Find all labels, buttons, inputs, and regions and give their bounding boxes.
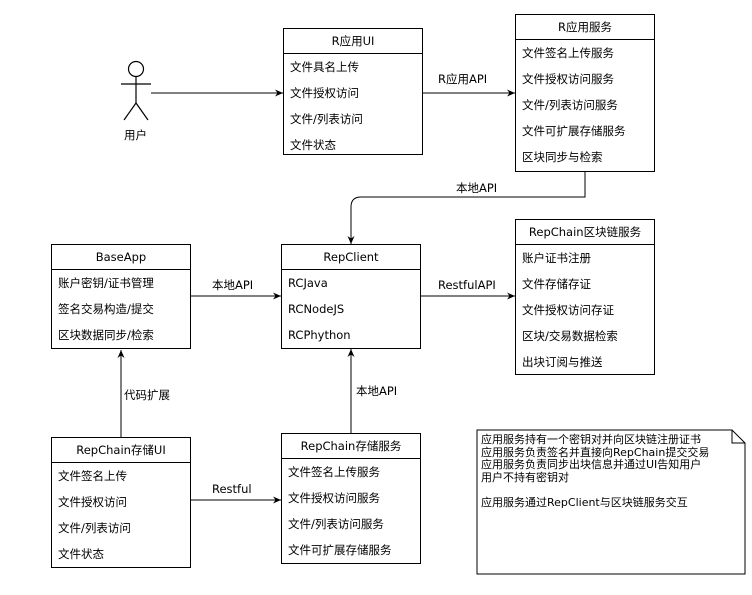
edge-label-local-api-bottom: 本地API [356, 384, 398, 398]
baseapp-title: BaseApp [52, 245, 190, 270]
baseapp-item: 区块数据同步/检索 [58, 328, 154, 342]
r-service-title: R应用服务 [516, 15, 654, 40]
note-shape [476, 429, 746, 575]
repchain-service-item: 区块/交易数据检索 [522, 329, 618, 343]
r-ui-box: R应用UI 文件具名上传 文件授权访问 文件/列表访问 文件状态 [283, 28, 423, 155]
note-line: 应用服务负责同步出块信息并通过UI告知用户 [481, 458, 702, 471]
actor-label: 用户 [124, 128, 147, 142]
r-service-box: R应用服务 文件签名上传服务 文件授权访问服务 文件/列表访问服务 文件可扩展存… [515, 14, 655, 172]
storage-service-item: 文件签名上传服务 [288, 465, 380, 479]
note-line: 应用服务持有一个密钥对并向区块链注册证书 [481, 433, 701, 446]
storage-ui-box: RepChain存储UI 文件签名上传 文件授权访问 文件/列表访问 文件状态 [51, 437, 191, 568]
r-service-item: 文件授权访问服务 [522, 72, 614, 86]
r-ui-item: 文件状态 [290, 138, 336, 152]
repclient-box: RepClient RCJava RCNodeJS RCPhython [281, 244, 421, 349]
repclient-item: RCJava [288, 276, 328, 290]
note-line: 用户不持有密钥对 [481, 470, 569, 484]
repclient-item: RCPhython [288, 328, 351, 342]
storage-ui-item: 文件授权访问 [58, 495, 127, 509]
edge-label-r-app-api: R应用API [438, 72, 488, 86]
r-ui-item: 文件具名上传 [290, 60, 359, 74]
r-service-item: 文件可扩展存储服务 [522, 124, 626, 138]
baseapp-item: 账户密钥/证书管理 [58, 276, 154, 290]
storage-service-item: 文件可扩展存储服务 [288, 543, 392, 557]
edge-label-local-api-left: 本地API [212, 278, 254, 292]
edge-label-restful-api: RestfulAPI [438, 278, 496, 292]
repchain-service-item: 出块订阅与推送 [522, 355, 603, 369]
user-actor-icon [121, 60, 151, 121]
repclient-title: RepClient [282, 245, 420, 270]
repchain-service-title: RepChain区块链服务 [516, 220, 654, 245]
storage-ui-item: 文件状态 [58, 547, 104, 561]
edge-label-local-api-top: 本地API [456, 181, 498, 195]
r-service-item: 文件签名上传服务 [522, 46, 614, 60]
note-text: 应用服务持有一个密钥对并向区块链注册证书 应用服务负责签名并直接向RepChai… [481, 433, 710, 509]
storage-service-box: RepChain存储服务 文件签名上传服务 文件授权访问服务 文件/列表访问服务… [281, 433, 421, 564]
r-ui-item: 文件/列表访问 [290, 112, 363, 126]
r-service-item: 文件/列表访问服务 [522, 98, 618, 112]
repclient-item: RCNodeJS [288, 302, 345, 316]
r-ui-title: R应用UI [284, 29, 422, 54]
edge-label-code-extension: 代码扩展 [124, 388, 170, 402]
repchain-service-item: 文件存储存证 [522, 277, 591, 291]
edge-label-restful: Restful [212, 482, 252, 496]
storage-ui-title: RepChain存储UI [52, 438, 190, 463]
baseapp-box: BaseApp 账户密钥/证书管理 签名交易构造/提交 区块数据同步/检索 [51, 244, 191, 349]
edge-r-service-to-repclient [347, 172, 586, 244]
storage-service-title: RepChain存储服务 [282, 434, 420, 459]
r-service-item: 区块同步与检索 [522, 150, 603, 164]
repchain-service-item: 账户证书注册 [522, 251, 591, 265]
note-corner-fold [731, 430, 745, 444]
storage-service-item: 文件/列表访问服务 [288, 517, 384, 531]
note-line: 应用服务通过RepClient与区块链服务交互 [481, 495, 688, 509]
note-line [481, 484, 709, 497]
storage-ui-item: 文件/列表访问 [58, 521, 131, 535]
repchain-service-box: RepChain区块链服务 账户证书注册 文件存储存证 文件授权访问存证 区块/… [515, 219, 655, 375]
note-line: 应用服务负责签名并直接向RepChain提交交易 [481, 445, 710, 459]
r-ui-item: 文件授权访问 [290, 86, 359, 100]
storage-service-item: 文件授权访问服务 [288, 491, 380, 505]
baseapp-item: 签名交易构造/提交 [58, 302, 154, 316]
repchain-service-item: 文件授权访问存证 [522, 303, 614, 317]
storage-ui-item: 文件签名上传 [58, 469, 127, 483]
